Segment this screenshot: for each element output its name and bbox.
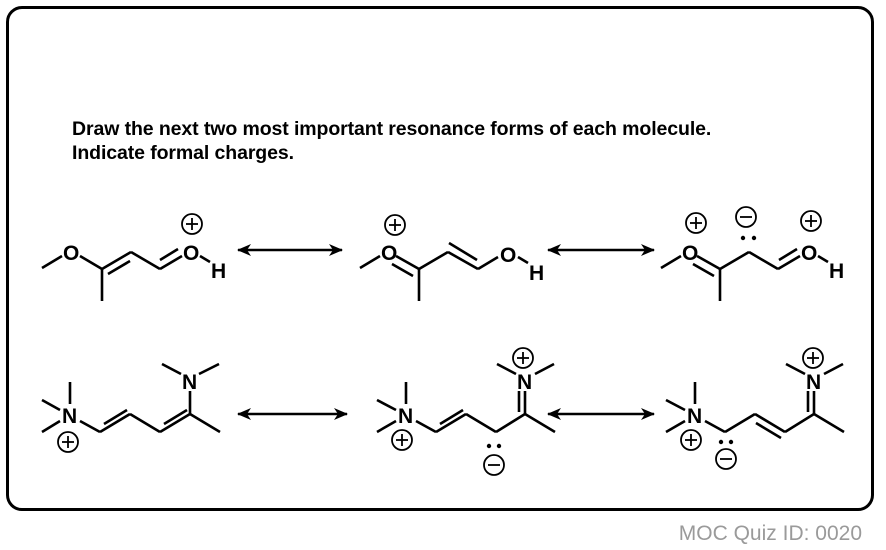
atom-n: N [398,405,413,428]
row1-form3-molecule [660,247,829,301]
quiz-frame [6,6,874,511]
minus-charge-icon [483,454,505,476]
atom-labels: O O H O O H O O H N N N N N N [62,242,844,428]
row2-form1-molecule [41,362,221,434]
atom-n: N [517,371,532,394]
lone-pair-icon [486,443,502,449]
atom-o: O [183,242,199,265]
minus-charge-icon [735,206,757,228]
atom-h: H [211,260,226,283]
plus-charge-icon [57,431,79,453]
plus-charge-icon [802,347,824,369]
plus-charge-icon [384,214,406,236]
row1-form2-molecule [359,241,529,301]
row2-form3-molecule [665,362,845,440]
atom-h: H [829,260,844,283]
row2-form2-molecule [376,362,556,434]
atom-o: O [801,242,817,265]
lone-pairs [486,235,757,449]
minus-charge-icon [715,448,737,470]
lone-pair-icon [718,439,734,445]
atom-o: O [682,242,698,265]
plus-charge-icon [512,347,534,369]
row1-form1-molecule [41,247,211,301]
atom-o: O [500,244,516,267]
formal-charges [57,206,824,476]
instructions-line-2: Indicate formal charges. [72,142,294,164]
atom-o: O [63,242,79,265]
atom-n: N [62,405,77,428]
atom-n: N [687,405,702,428]
plus-charge-icon [685,212,707,234]
atom-n: N [806,371,821,394]
instructions: Draw the next two most important resonan… [72,117,711,165]
atom-o: O [381,242,397,265]
quiz-id-label: MOC Quiz ID: 0020 [678,522,862,545]
plus-charge-icon [181,213,203,235]
atom-h: H [529,262,544,285]
plus-charge-icon [391,429,413,451]
plus-charge-icon [800,210,822,232]
atom-n: N [182,371,197,394]
instructions-line-1: Draw the next two most important resonan… [72,118,712,140]
plus-charge-icon [680,429,702,451]
lone-pair-icon [740,235,757,241]
